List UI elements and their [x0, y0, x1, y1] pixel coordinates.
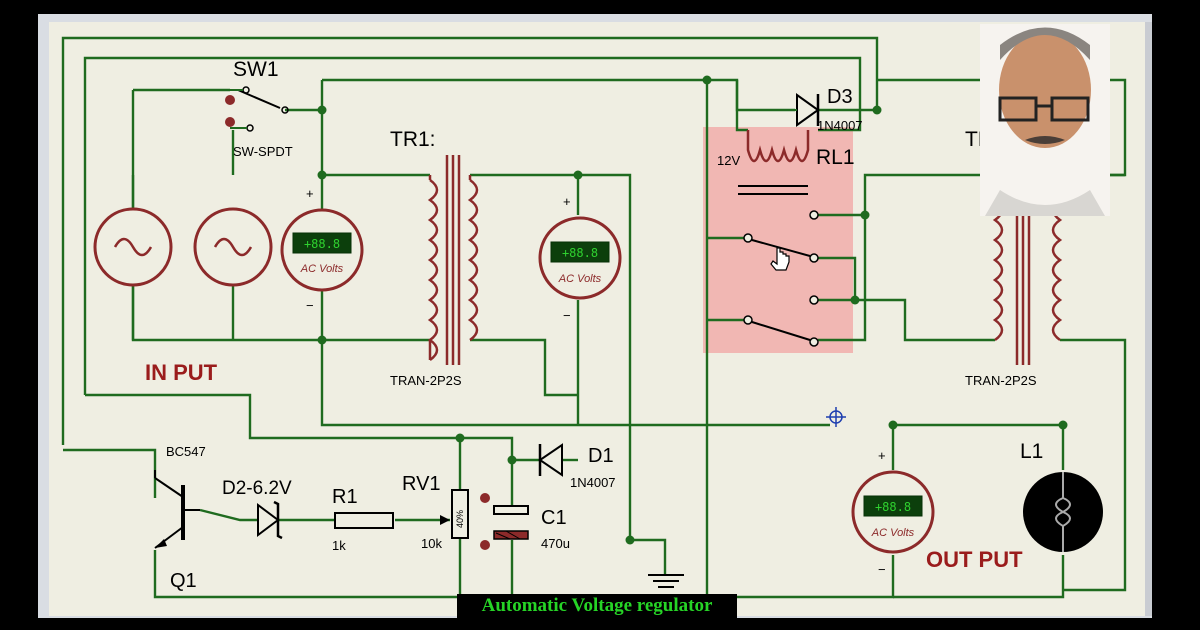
- voltmeter-output: +88.8 AC Volts + −: [851, 448, 935, 577]
- tr2-type-label: TRAN-2P2S: [965, 373, 1037, 388]
- r1-value: 1k: [332, 538, 346, 553]
- meter-1-unit: AC Volts: [300, 263, 344, 275]
- switch-sw1[interactable]: [225, 86, 289, 132]
- voltmeter-input: +88.8 AC Volts + −: [280, 186, 364, 313]
- q1-type-label: BC547: [166, 444, 206, 459]
- resistor-r1: [334, 512, 394, 529]
- d3-type-label: 1N4007: [817, 118, 863, 133]
- d2-label: D2-6.2V: [222, 478, 292, 499]
- tr1-type-label: TRAN-2P2S: [390, 373, 462, 388]
- zener-d2: [257, 500, 283, 540]
- r1-label: R1: [332, 486, 358, 508]
- meter-3-plus: +: [878, 448, 886, 463]
- ac-source-2: [193, 207, 273, 287]
- meter-2-unit: AC Volts: [558, 273, 602, 285]
- d1-type-label: 1N4007: [570, 475, 616, 490]
- meter-3-reading: +88.8: [875, 500, 911, 514]
- rv1-setting: 40%: [455, 510, 465, 528]
- lamp-l1: [1023, 472, 1103, 552]
- rv1-value: 10k: [421, 536, 442, 551]
- meter-1-plus: +: [306, 186, 314, 201]
- diode-d3: [795, 93, 820, 127]
- capacitor-c1: [480, 493, 529, 550]
- transistor-q1: [154, 470, 200, 549]
- c1-value: 470u: [541, 536, 570, 551]
- diode-d1: [538, 443, 563, 477]
- scrollbar[interactable]: [1145, 22, 1152, 616]
- relay-rl1[interactable]: [738, 130, 819, 347]
- d3-label: D3: [827, 86, 853, 108]
- transformer-tr1: [427, 155, 479, 365]
- sw1-label: SW1: [233, 58, 279, 81]
- tr1-label: TR1:: [390, 128, 436, 151]
- meter-2-reading: +88.8: [562, 246, 598, 260]
- q1-label: Q1: [170, 570, 197, 592]
- wires: [61, 36, 1127, 599]
- meter-2-plus: +: [563, 194, 571, 209]
- meter-3-unit: AC Volts: [871, 527, 915, 539]
- relay-highlight: [703, 127, 853, 353]
- meter-2-minus: −: [563, 308, 571, 323]
- input-label: IN PUT: [145, 360, 218, 385]
- output-label: OUT PUT: [926, 547, 1023, 572]
- potentiometer-rv1[interactable]: 40%: [440, 489, 469, 539]
- voltmeter-mid: +88.8 AC Volts + −: [538, 194, 622, 323]
- ac-source-1: [93, 207, 173, 287]
- l1-label: L1: [1020, 440, 1043, 463]
- meter-1-reading: +88.8: [304, 237, 340, 251]
- crosshair-icon: [826, 407, 846, 427]
- presenter-photo: [980, 24, 1110, 216]
- d1-label: D1: [588, 445, 614, 467]
- meter-3-minus: −: [878, 562, 886, 577]
- ground-symbol: [648, 574, 684, 588]
- meter-1-minus: −: [306, 298, 314, 313]
- rl1-voltage-label: 12V: [717, 153, 740, 168]
- rv1-label: RV1: [402, 473, 441, 495]
- rl1-label: RL1: [816, 146, 855, 169]
- junction-dots: [317, 75, 1068, 545]
- pointer-hand-icon: [770, 247, 790, 271]
- sw1-type-label: SW-SPDT: [233, 144, 293, 159]
- c1-label: C1: [541, 507, 567, 529]
- video-caption: Automatic Voltage regulator: [457, 594, 737, 618]
